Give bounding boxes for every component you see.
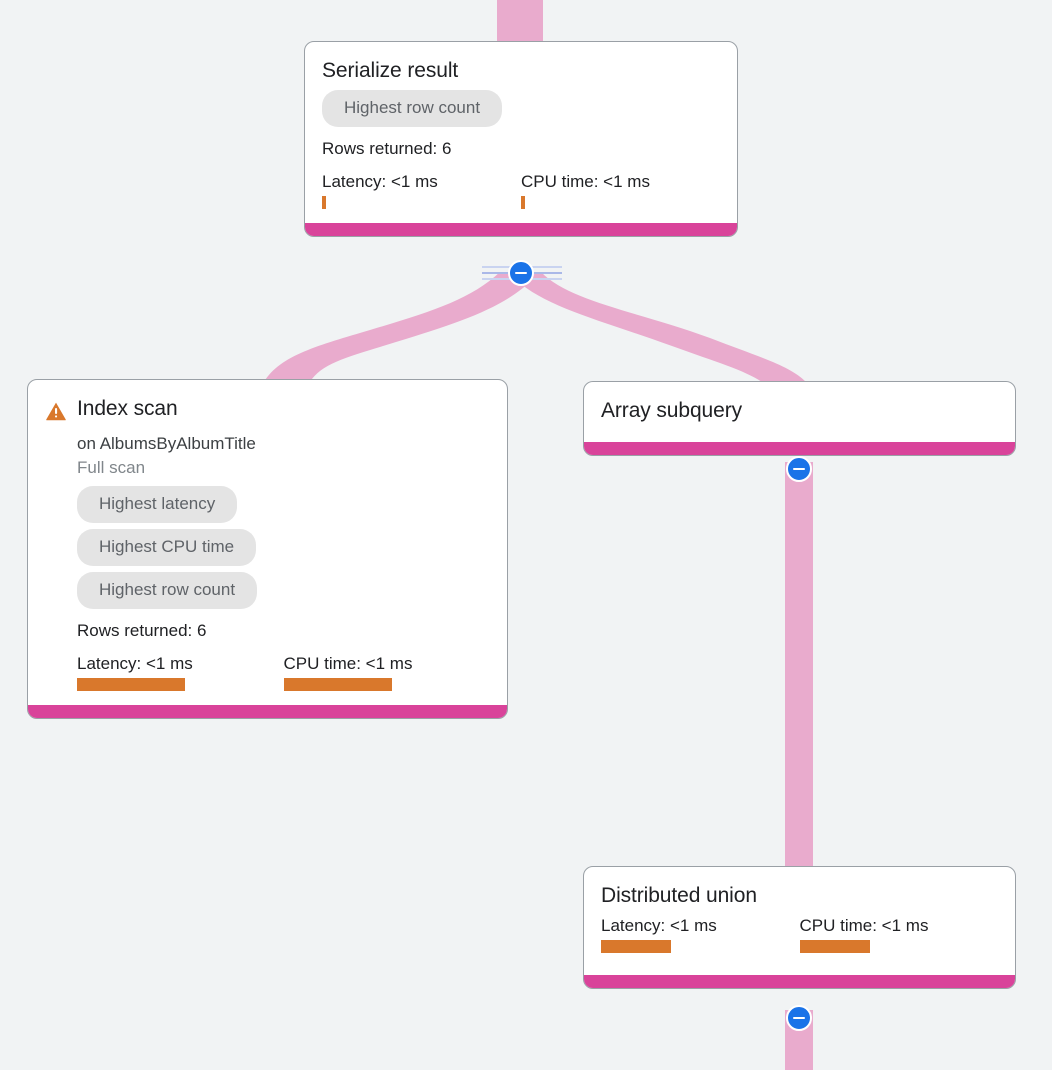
node-title: Index scan (77, 397, 178, 420)
metric-latency-label: Latency: <1 ms (601, 916, 717, 935)
collapse-minus-icon (793, 1016, 805, 1020)
chip-row: Highest CPU time (77, 529, 490, 572)
chip-row: Highest row count (322, 90, 720, 133)
metric-cpu-time-bar (521, 196, 525, 209)
metric-cpu-time-label: CPU time: <1 ms (799, 916, 929, 935)
node-subtitle-muted: Full scan (77, 458, 146, 477)
rail-left-bottom (482, 278, 512, 280)
metric-latency-bar-track (601, 940, 800, 953)
toggle-array-subquery[interactable] (786, 456, 812, 482)
warning-triangle-icon (45, 401, 67, 426)
node-metrics: Latency: <1 ms CPU time: <1 ms (77, 653, 490, 691)
chip-row: Highest row count (77, 572, 490, 615)
metric-latency: Latency: <1 ms (77, 653, 284, 691)
node-title: Distributed union (601, 884, 757, 907)
metric-latency-label: Latency: <1 ms (77, 654, 193, 673)
chip-highest-cpu-time: Highest CPU time (77, 529, 257, 566)
node-body: Index scan on AlbumsByAlbumTitle Full sc… (28, 380, 507, 705)
metric-cpu-time: CPU time: <1 ms (283, 653, 491, 691)
chip-highest-row-count: Highest row count (322, 90, 503, 127)
node-status-bar (584, 975, 1015, 988)
metric-latency: Latency: <1 ms (601, 915, 800, 953)
node-status-bar (28, 705, 507, 718)
node-serialize-result[interactable]: Serialize result Highest row count Rows … (304, 41, 738, 237)
edge-serialize-to-index-scan (264, 272, 533, 382)
node-title: Serialize result (322, 59, 459, 82)
node-distributed-union[interactable]: Distributed union Latency: <1 ms CPU tim… (583, 866, 1016, 989)
toggle-serialize-result[interactable] (508, 260, 534, 286)
node-header: Serialize result (322, 58, 720, 84)
node-metrics: Latency: <1 ms CPU time: <1 ms (601, 915, 998, 953)
metric-cpu-time-label: CPU time: <1 ms (283, 654, 413, 673)
rows-returned-label: Rows returned: 6 (77, 621, 207, 640)
collapse-minus-icon (515, 271, 527, 275)
metric-latency-bar (77, 678, 185, 691)
node-header: Index scan (45, 396, 490, 426)
node-status-bar (584, 442, 1015, 455)
metric-cpu-time-label: CPU time: <1 ms (521, 172, 650, 191)
metric-cpu-time-bar (799, 940, 870, 953)
chip-highest-row-count: Highest row count (77, 572, 258, 609)
node-header: Array subquery (601, 398, 998, 424)
rail-right-bottom (532, 278, 562, 280)
edge-serialize-to-array-subquery (516, 272, 806, 382)
node-index-scan[interactable]: Index scan on AlbumsByAlbumTitle Full sc… (27, 379, 508, 719)
metric-latency-bar-track (322, 196, 521, 209)
edge-incoming-top (497, 0, 543, 45)
metric-latency-label: Latency: <1 ms (322, 172, 438, 191)
metric-latency-bar (322, 196, 326, 209)
metric-cpu-time: CPU time: <1 ms (521, 171, 720, 209)
chip-row: Highest latency (77, 486, 490, 529)
metric-cpu-time-bar-track (799, 940, 999, 953)
edge-array-subquery-to-distributed-union (785, 462, 813, 870)
node-body: Array subquery (584, 382, 1015, 442)
metric-cpu-time-bar-track (283, 678, 491, 691)
node-chips: Highest row count (322, 90, 720, 133)
chip-highest-latency: Highest latency (77, 486, 238, 523)
rows-returned-label: Rows returned: 6 (322, 139, 452, 158)
rail-right-top (532, 266, 562, 268)
collapse-minus-icon (793, 467, 805, 471)
node-array-subquery[interactable]: Array subquery (583, 381, 1016, 456)
rail-right-mid (532, 272, 562, 274)
metric-latency-bar (601, 940, 671, 953)
metric-cpu-time-bar (283, 678, 392, 691)
node-title: Array subquery (601, 399, 742, 422)
node-body: Distributed union Latency: <1 ms CPU tim… (584, 867, 1015, 975)
node-body: Serialize result Highest row count Rows … (305, 42, 737, 223)
rail-left-top (482, 266, 512, 268)
node-metrics: Latency: <1 ms CPU time: <1 ms (322, 171, 720, 209)
metric-cpu-time-bar-track (521, 196, 720, 209)
node-status-bar (305, 223, 737, 236)
node-header: Distributed union (601, 883, 998, 909)
node-chips: Highest latency Highest CPU time Highest… (77, 486, 490, 615)
metric-latency: Latency: <1 ms (322, 171, 521, 209)
node-subtitle: on AlbumsByAlbumTitle (77, 434, 256, 453)
toggle-distributed-union[interactable] (786, 1005, 812, 1031)
metric-cpu-time: CPU time: <1 ms (799, 915, 999, 953)
metric-latency-bar-track (77, 678, 284, 691)
